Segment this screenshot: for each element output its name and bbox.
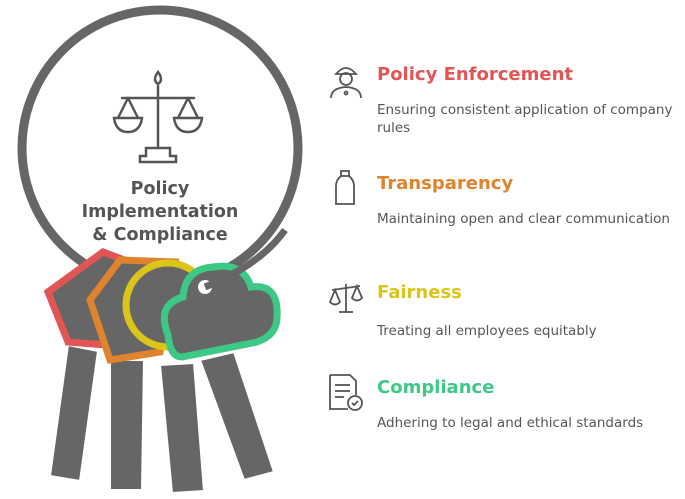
item-title: Transparency [377, 173, 514, 194]
scales-icon [112, 69, 204, 164]
ring-link [203, 227, 288, 291]
center-title: Policy Implementation & Compliance [81, 179, 239, 245]
police-officer-icon [330, 67, 362, 99]
item-description: Maintaining open and clear communication [377, 211, 670, 227]
item-title: Fairness [377, 282, 462, 303]
item-description: Treating all employees equitably [377, 323, 597, 339]
item-description: Ensuring consistent application of compa… [377, 102, 673, 136]
key-orange-blade [109, 359, 146, 491]
item-title: Compliance [377, 377, 495, 398]
key-yellow-blade [158, 361, 206, 495]
document-check-icon [329, 374, 363, 411]
item-description: Adhering to legal and ethical standards [377, 415, 644, 431]
item-title: Policy Enforcement [377, 64, 574, 85]
bottle-icon [335, 170, 355, 205]
key-green-head [160, 262, 281, 361]
scales-icon [328, 283, 364, 313]
key-green-blade [198, 350, 276, 482]
key-red-blade [48, 343, 100, 483]
keys [43, 248, 281, 495]
